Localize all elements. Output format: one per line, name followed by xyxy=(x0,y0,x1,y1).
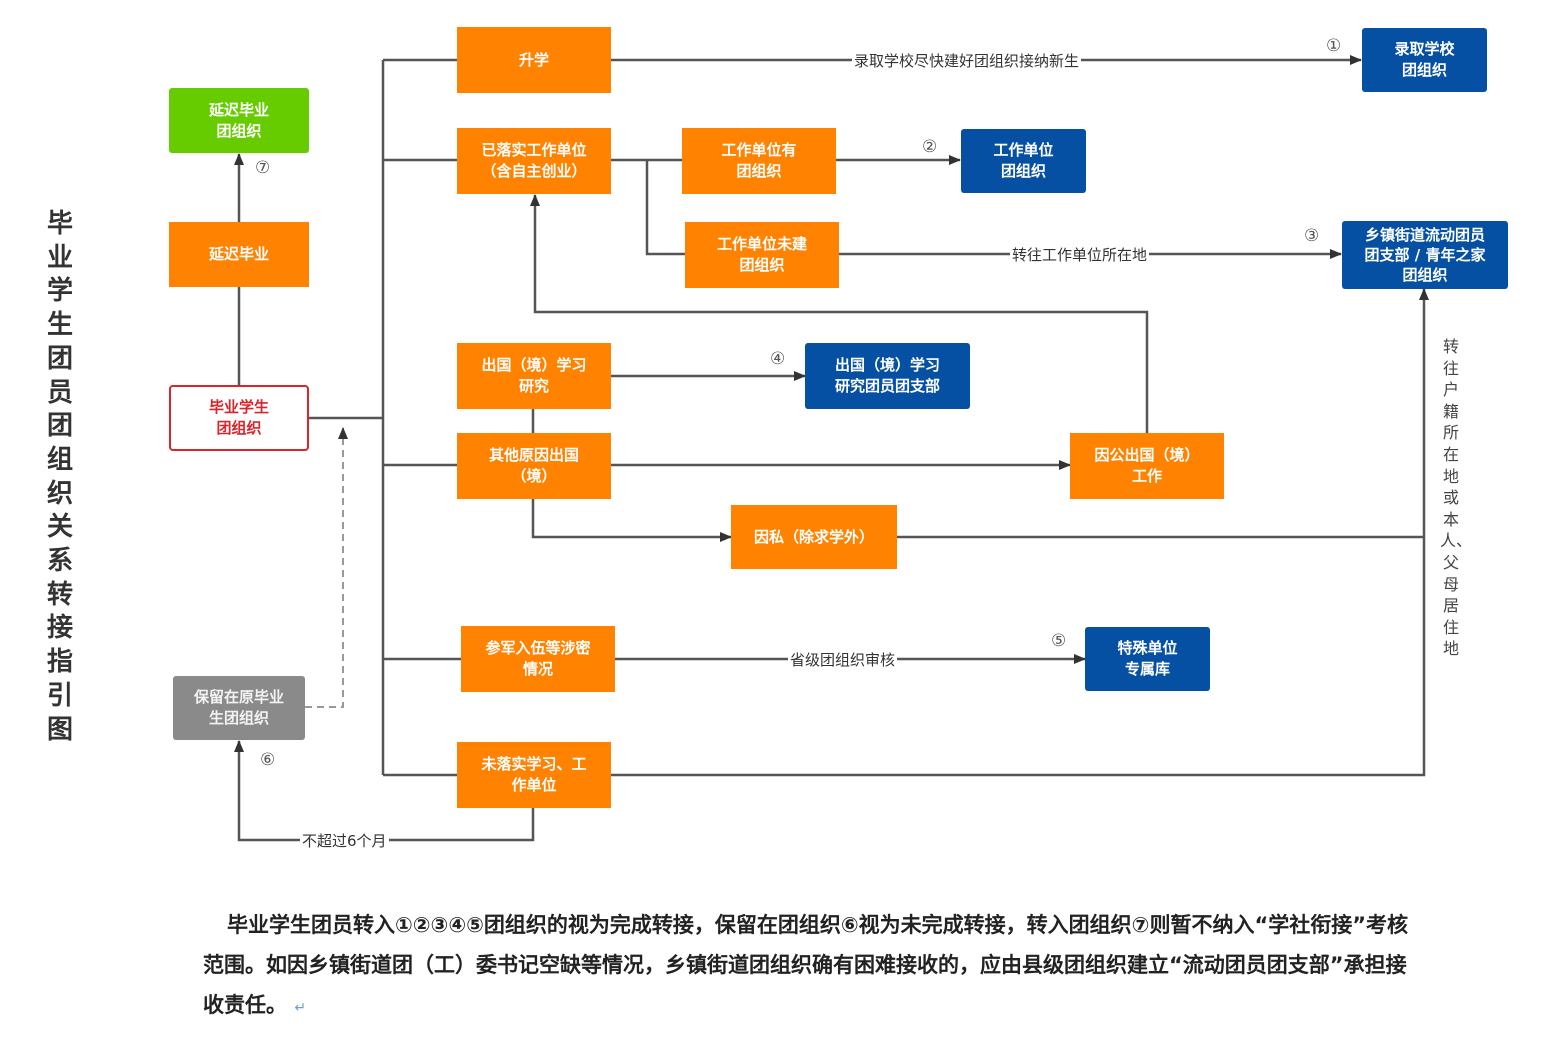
edge-label-provincial-review: 省级团组织审核 xyxy=(788,651,898,669)
node-employer-no-org: 工作单位未建 团组织 xyxy=(685,222,839,288)
node-delay-graduation-org: 延迟毕业 团组织 xyxy=(169,88,309,153)
node-employer-org: 工作单位 团组织 xyxy=(961,129,1086,193)
node-graduate-org: 毕业学生 团组织 xyxy=(169,385,309,451)
footnote: 毕业学生团员转入①②③④⑤团组织的视为完成转接，保留在团组织⑥视为未完成转接，转… xyxy=(203,905,1418,1028)
node-abroad-branch: 出国（境）学习 研究团员团支部 xyxy=(805,343,970,409)
edge-employed-to-no-org xyxy=(645,160,686,256)
marker-2: ② xyxy=(922,137,938,157)
marker-3: ③ xyxy=(1304,226,1320,246)
node-delay-graduation: 延迟毕业 xyxy=(169,222,309,287)
edge-unsettled-to-township xyxy=(611,288,1429,777)
diagram-title: 毕业学生团员团组织关系转接指引图 xyxy=(46,209,73,745)
edge-label-to-township: 转往工作单位所在地 xyxy=(1010,246,1150,264)
footnote-text: 毕业学生团员转入①②③④⑤团组织的视为完成转接，保留在团组织⑥视为未完成转接，转… xyxy=(203,913,1409,1017)
edge-abroad-other-to-private xyxy=(531,498,732,542)
node-admitting-school-org: 录取学校 团组织 xyxy=(1362,28,1487,92)
node-abroad-official: 因公出国（境） 工作 xyxy=(1070,433,1224,499)
marker-6: ⑥ xyxy=(260,750,276,770)
edge-official-to-employed xyxy=(530,194,1149,433)
edge-label-max-six-months: 不超过6个月 xyxy=(300,832,389,850)
edge-label-household-or-parents: 转往户籍所在地或本人、父母居住地 xyxy=(1440,337,1473,659)
node-abroad-private: 因私（除求学外） xyxy=(731,505,897,569)
node-military: 参军入伍等涉密 情况 xyxy=(461,626,615,692)
edge-retain-to-origin-dashed xyxy=(305,427,348,708)
node-further-study: 升学 xyxy=(457,27,611,93)
marker-5: ⑤ xyxy=(1051,631,1067,651)
marker-1: ① xyxy=(1326,36,1342,56)
node-study-abroad: 出国（境）学习 研究 xyxy=(457,343,611,409)
node-employer-has-org: 工作单位有 团组织 xyxy=(682,128,836,194)
marker-4: ④ xyxy=(770,349,786,369)
node-abroad-other: 其他原因出国 （境） xyxy=(457,433,611,499)
node-retain-original-org: 保留在原毕业 生团组织 xyxy=(173,676,305,740)
return-mark-icon: ↵ xyxy=(294,1000,307,1016)
node-employed: 已落实工作单位 （含自主创业） xyxy=(457,128,611,194)
marker-7: ⑦ xyxy=(255,158,271,178)
node-unsettled: 未落实学习、工 作单位 xyxy=(457,742,611,808)
edge-label-to-school: 录取学校尽快建好团组织接纳新生 xyxy=(852,52,1082,70)
node-township-org: 乡镇街道流动团员 团支部 / 青年之家 团组织 xyxy=(1342,221,1508,289)
node-special-unit-db: 特殊单位 专属库 xyxy=(1085,627,1210,691)
